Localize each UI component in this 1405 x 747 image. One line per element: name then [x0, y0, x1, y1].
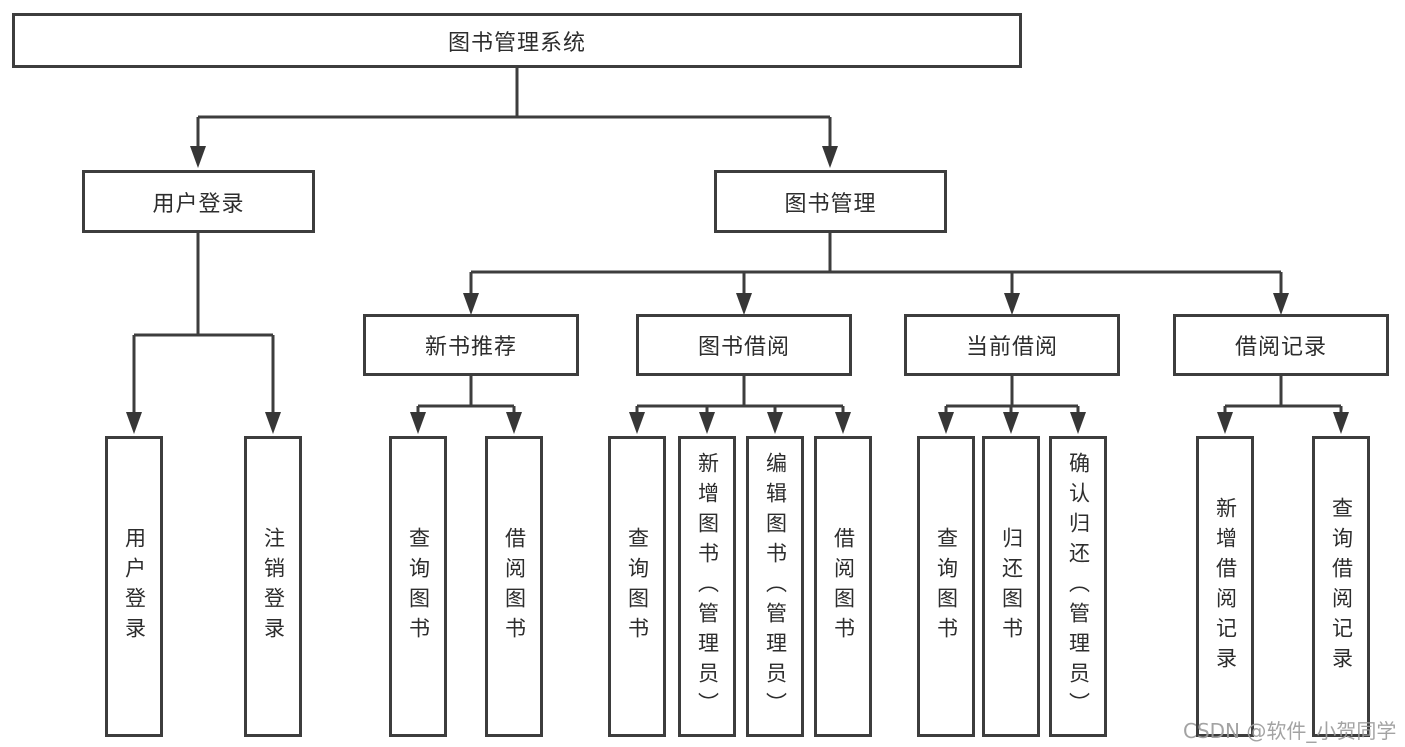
node-label: 图书管理: [784, 191, 877, 217]
node-label: 新增借阅记录: [1213, 496, 1238, 677]
leaf-return-books: 归还图书: [982, 436, 1040, 737]
node-borrow-records: 借阅记录: [1173, 314, 1389, 376]
leaf-add-borrow-record: 新增借阅记录: [1196, 436, 1254, 737]
leaf-edit-books-admin: 编辑图书（管理员）: [746, 436, 804, 737]
csdn-watermark: CSDN @软件_小贺同学: [1183, 719, 1397, 743]
node-label: 新书推荐: [424, 335, 517, 360]
node-label: 借阅记录: [1234, 335, 1327, 360]
node-label: 用户登录: [122, 526, 147, 647]
node-root-system: 图书管理系统: [12, 13, 1022, 68]
node-book-borrow: 图书借阅: [636, 314, 852, 376]
node-label: 查询图书: [625, 526, 650, 647]
node-current-borrow: 当前借阅: [904, 314, 1120, 376]
leaf-confirm-return-admin: 确认归还（管理员）: [1049, 436, 1107, 737]
node-label: 当前借阅: [965, 335, 1058, 360]
node-label: 注销登录: [261, 526, 286, 647]
node-label: 借阅图书: [831, 526, 856, 647]
node-label: 确认归还（管理员）: [1066, 451, 1091, 722]
node-label: 编辑图书（管理员）: [763, 451, 788, 722]
node-label: 借阅图书: [502, 526, 527, 647]
node-label: 用户登录: [152, 191, 245, 217]
leaf-query-books-borrow: 查询图书: [608, 436, 666, 737]
node-user-login: 用户登录: [82, 170, 315, 233]
leaf-borrow-books-recommend: 借阅图书: [485, 436, 543, 737]
node-label: 归还图书: [999, 526, 1024, 647]
leaf-query-borrow-record: 查询借阅记录: [1312, 436, 1370, 737]
leaf-query-books-recommend: 查询图书: [389, 436, 447, 737]
node-label: 查询图书: [406, 526, 431, 647]
leaf-query-books-current: 查询图书: [917, 436, 975, 737]
node-label: 查询借阅记录: [1329, 496, 1354, 677]
leaf-borrow-books: 借阅图书: [814, 436, 872, 737]
leaf-add-books-admin: 新增图书（管理员）: [678, 436, 736, 737]
node-book-management: 图书管理: [714, 170, 947, 233]
leaf-logout: 注销登录: [244, 436, 302, 737]
node-label: 图书管理系统: [447, 30, 586, 56]
node-label: 新增图书（管理员）: [695, 451, 720, 722]
node-label: 查询图书: [934, 526, 959, 647]
node-label: 图书借阅: [697, 335, 790, 360]
node-new-book-recommend: 新书推荐: [363, 314, 579, 376]
leaf-user-login: 用户登录: [105, 436, 163, 737]
